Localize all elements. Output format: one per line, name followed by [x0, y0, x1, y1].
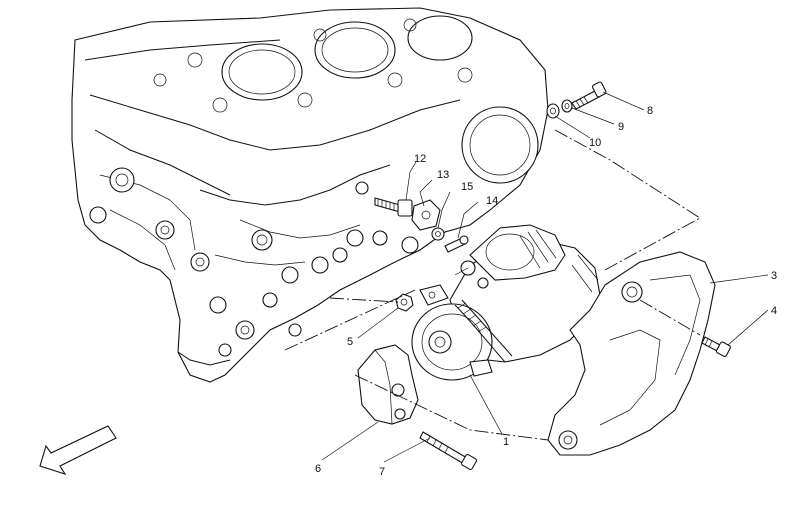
callout-15: 15 — [461, 181, 473, 193]
callout-labels: 1 3 4 5 6 7 8 9 10 12 13 14 15 — [315, 105, 777, 478]
callout-3: 3 — [771, 270, 777, 282]
callout-9: 9 — [618, 121, 624, 133]
callout-10: 10 — [589, 137, 601, 149]
callout-13: 13 — [437, 169, 449, 181]
engine-block — [71, 7, 549, 383]
assembly-lines — [284, 129, 701, 441]
callout-5: 5 — [347, 336, 353, 348]
starter-motor — [411, 224, 601, 381]
callout-12: 12 — [414, 153, 426, 165]
callout-4: 4 — [771, 305, 777, 317]
callout-1: 1 — [503, 436, 509, 448]
starter-cover — [547, 251, 716, 456]
bolt-4 — [701, 336, 731, 357]
leader-lines — [321, 91, 769, 463]
callout-7: 7 — [379, 466, 385, 478]
callout-8: 8 — [647, 105, 653, 117]
stud-assembly — [374, 197, 469, 253]
bolt-7 — [419, 431, 478, 471]
bracket-6 — [357, 344, 419, 425]
callout-14: 14 — [486, 195, 498, 207]
direction-arrow-icon — [39, 425, 117, 475]
callout-6: 6 — [315, 463, 321, 475]
bolt-washers-8-9-10 — [546, 81, 607, 119]
nut-5 — [395, 293, 414, 312]
